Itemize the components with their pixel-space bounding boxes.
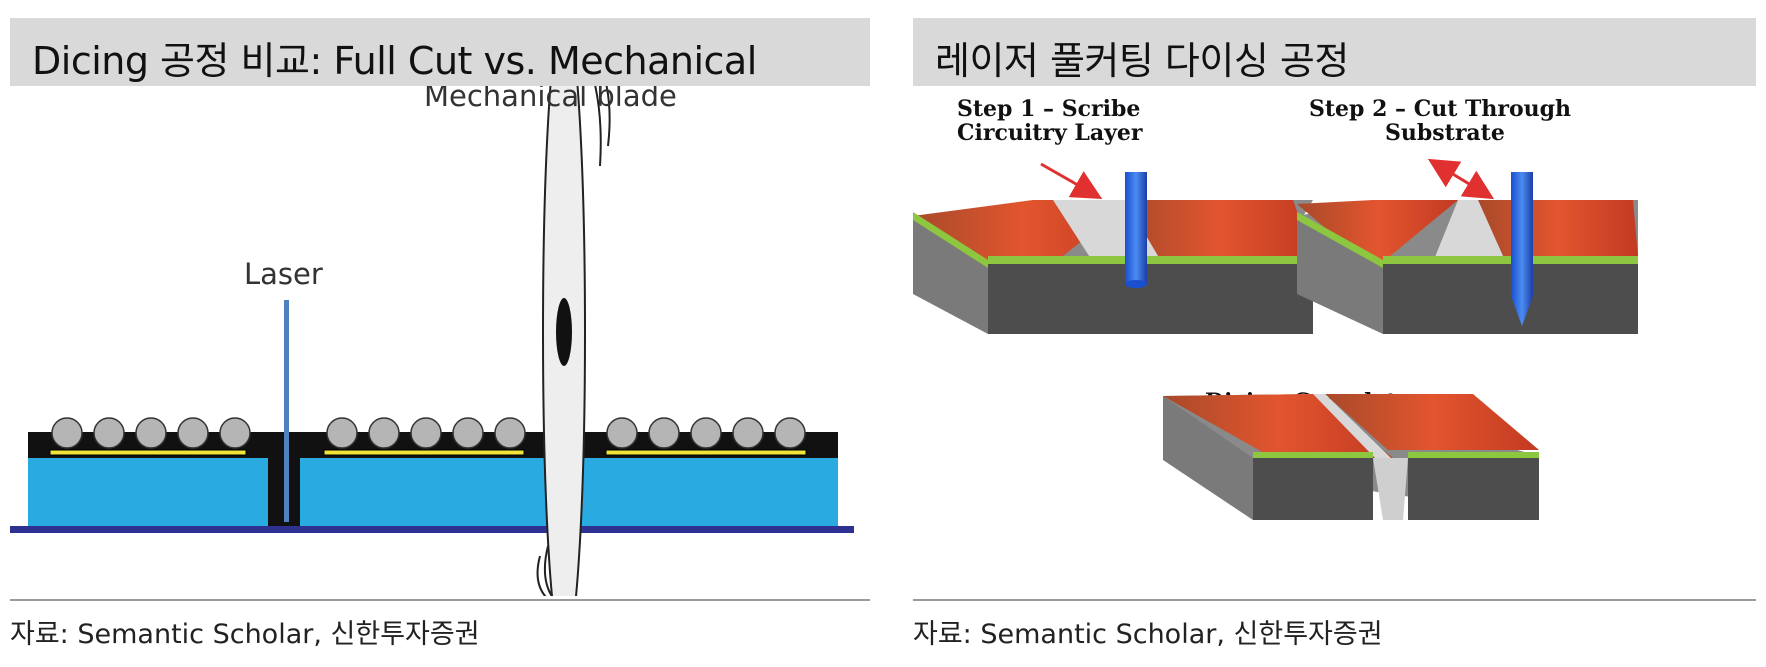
laser-beam [284, 300, 289, 522]
right-source: 자료: Semantic Scholar, 신한투자증권 [913, 619, 1383, 650]
step1-label-line2: Circuitry Layer [957, 120, 1143, 146]
left-header: Dicing 공정 비교: Full Cut vs. Mechanical [10, 18, 870, 86]
right-panel-title: 레이저 풀커팅 다이싱 공정 [935, 39, 1349, 83]
step2-label-line2: Substrate [1385, 120, 1505, 146]
die-substrate-2 [300, 458, 548, 526]
mechanical-blade [536, 86, 611, 596]
laser-full-cut-diagram: Step 1 – Scribe Circuitry Layer Step 2 –… [913, 96, 1638, 520]
left-panel: Dicing 공정 비교: Full Cut vs. Mechanical La… [10, 0, 870, 667]
left-divider [10, 599, 870, 601]
die-substrate-1 [28, 458, 268, 526]
right-divider [913, 599, 1756, 601]
base-tape [10, 526, 854, 533]
step1-arrow [1040, 162, 1103, 199]
solder-bumps [51, 417, 806, 449]
circuit-strip-2 [323, 449, 525, 456]
right-header: 레이저 풀커팅 다이싱 공정 [913, 18, 1756, 86]
step2-block [1297, 158, 1638, 334]
die-substrate-3 [580, 458, 838, 526]
step2-arrow [1427, 158, 1495, 200]
dicing-complete-block [1163, 394, 1539, 520]
step1-block [913, 162, 1313, 334]
circuit-strip-1 [49, 449, 247, 456]
laser-label: Laser [244, 257, 323, 291]
step2-label-line1: Step 2 – Cut Through [1309, 96, 1571, 122]
mechanical-vs-laser-diagram: Laser Mechanical blade [10, 86, 854, 596]
circuit-strip-3 [605, 449, 807, 456]
left-panel-title: Dicing 공정 비교: Full Cut vs. Mechanical [32, 39, 757, 83]
left-source: 자료: Semantic Scholar, 신한투자증권 [10, 619, 480, 650]
right-panel: 레이저 풀커팅 다이싱 공정 Step 1 – Scribe Circuitry [913, 0, 1756, 667]
mechanical-blade-label: Mechanical blade [424, 86, 677, 113]
step1-label-line1: Step 1 – Scribe [957, 96, 1140, 122]
